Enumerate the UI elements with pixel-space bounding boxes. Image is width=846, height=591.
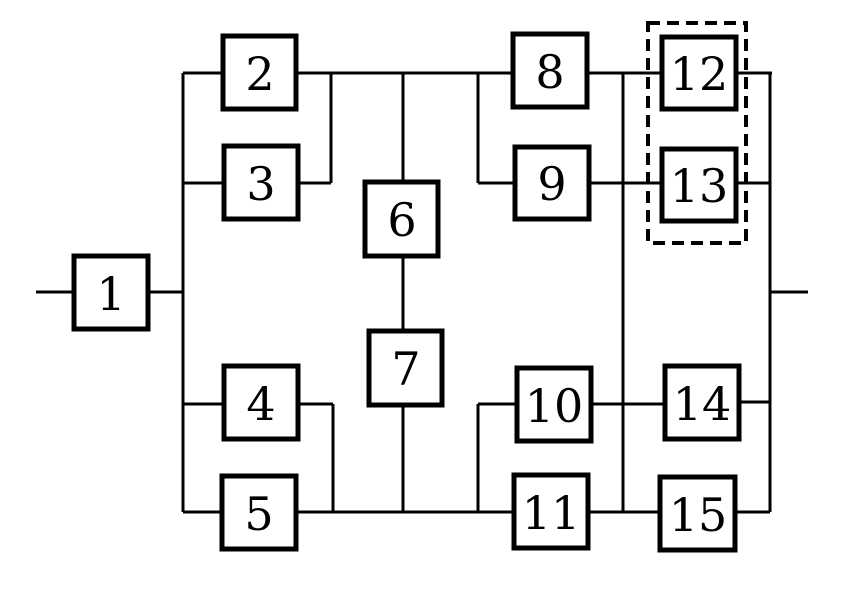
dashed-group-box xyxy=(646,21,748,245)
block-7: 7 xyxy=(366,328,445,408)
block-label: 11 xyxy=(522,486,581,540)
block-label: 12 xyxy=(670,47,729,101)
block-10: 10 xyxy=(514,365,594,444)
block-2: 2 xyxy=(220,33,299,112)
block-13: 13 xyxy=(659,146,739,224)
block-5: 5 xyxy=(219,473,299,552)
block-8: 8 xyxy=(510,31,590,110)
block-label: 2 xyxy=(245,47,274,101)
block-label: 3 xyxy=(246,157,275,211)
block-label: 14 xyxy=(673,377,732,431)
block-11: 11 xyxy=(511,472,591,551)
block-4: 4 xyxy=(221,363,301,442)
block-15: 15 xyxy=(657,474,738,553)
block-12: 12 xyxy=(659,34,739,112)
block-label: 7 xyxy=(391,342,420,396)
block-label: 1 xyxy=(96,267,125,321)
block-label: 9 xyxy=(537,157,566,211)
block-label: 13 xyxy=(670,159,729,213)
block-label: 10 xyxy=(525,379,584,433)
block-6: 6 xyxy=(362,179,441,259)
block-label: 5 xyxy=(244,487,273,541)
block-label: 6 xyxy=(387,193,416,247)
block-3: 3 xyxy=(221,143,301,222)
block-label: 4 xyxy=(246,377,275,431)
block-14: 14 xyxy=(662,363,742,442)
block-label: 15 xyxy=(669,488,728,542)
block-1: 1 xyxy=(71,253,151,332)
connection-lines xyxy=(36,71,808,514)
block-9: 9 xyxy=(512,144,592,222)
block-label: 8 xyxy=(535,45,564,99)
